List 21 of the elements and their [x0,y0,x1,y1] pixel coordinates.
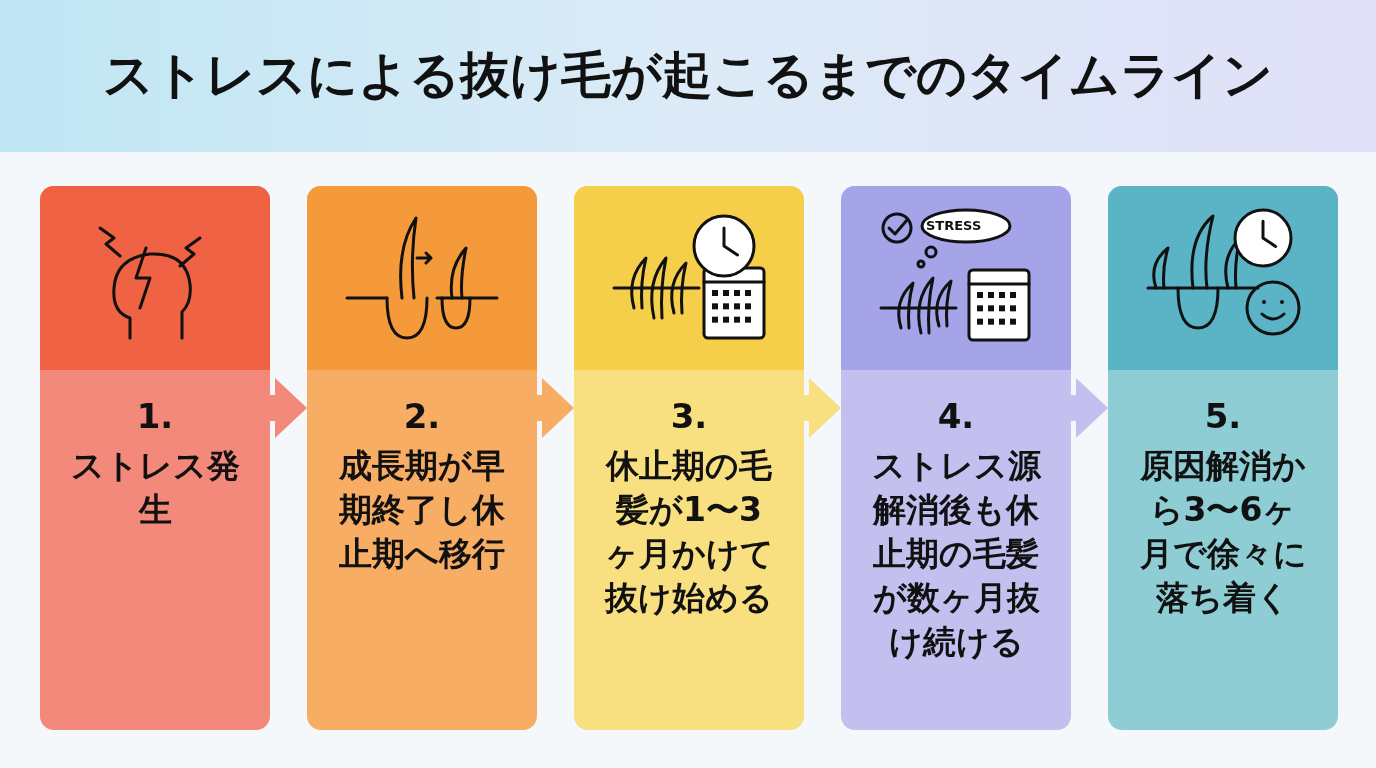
step-text: ストレス源解消後も休止期の毛髪が数ヶ月抜け続ける [870,445,1042,663]
step-text: 成長期が早期終了し休止期へ移行 [338,445,506,575]
step-text: 休止期の毛髪が1〜3ヶ月かけて抜け始める [603,445,775,619]
step-card [841,186,1071,730]
arrow [1071,378,1108,438]
step-number: 2. [402,396,442,436]
step-number: 3. [669,396,709,436]
step-text: 原因解消から3〜6ヶ月で徐々に落ち着く [1138,445,1308,619]
step-card [574,186,804,730]
step-number: 5. [1203,396,1243,436]
title: ストレスによる抜け毛が起こるまでのタイムライン [102,45,1274,106]
step-card [40,186,270,730]
step-number: 4. [936,396,976,436]
step-card [307,186,537,730]
arrow [537,378,574,438]
step-card [1108,186,1338,730]
arrow [804,378,841,438]
cloud-label: STRESS [926,218,982,233]
arrow [270,378,307,438]
step-number: 1. [135,396,175,436]
step-text: ストレス発生 [69,445,241,531]
